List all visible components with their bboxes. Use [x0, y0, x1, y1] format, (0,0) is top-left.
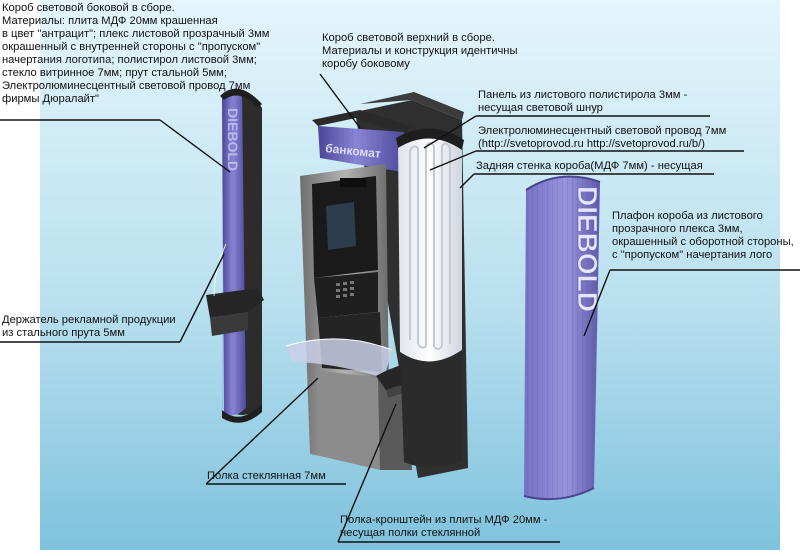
shade-diebold: DIEBOLD: [523, 175, 603, 501]
label-glass-shelf: Полка стеклянная 7мм: [207, 470, 326, 482]
label-side-box: Короб световой боковой в сборе. Материал…: [2, 2, 270, 105]
atm-sign-text: банкомат: [325, 141, 382, 161]
label-back-wall: Задняя стенка короба(МДФ 7мм) - несущая: [476, 160, 703, 172]
label-polystyrene-panel: Панель из листового полистирола 3мм - не…: [478, 89, 688, 114]
label-shade: Плафон короба из листового прозрачного п…: [612, 210, 794, 261]
label-bracket: Полка-кронштейн из плиты МДФ 20мм - несу…: [340, 514, 548, 539]
label-el-wire: Электролюминесцентный световой провод 7м…: [478, 125, 727, 150]
diebold-logo: DIEBOLD: [572, 186, 603, 312]
side-box-logo: DIEBOLD: [225, 108, 241, 171]
label-holder: Держатель рекламной продукции из стально…: [2, 314, 176, 339]
label-top-box: Короб световой верхний в сборе. Материал…: [322, 32, 518, 70]
atm: банкомат: [285, 92, 468, 478]
side-light-box: [206, 88, 264, 423]
leader-lines: [0, 73, 800, 543]
